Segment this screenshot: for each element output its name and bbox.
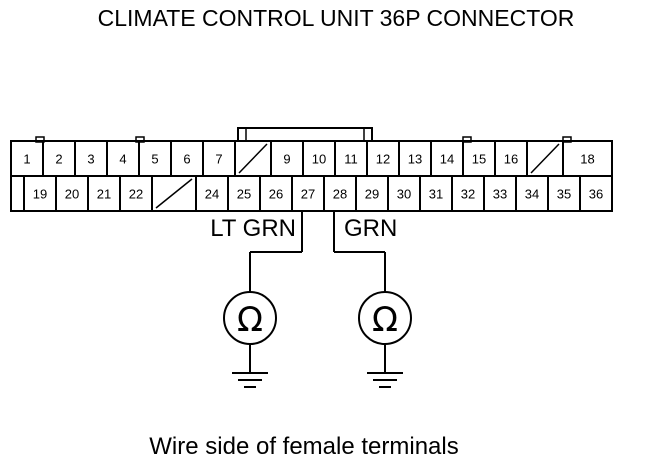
pin-34: 34 bbox=[525, 187, 539, 202]
pin-5: 5 bbox=[151, 152, 158, 167]
ohm-symbol: Ω bbox=[237, 300, 263, 340]
unused-cavity bbox=[238, 143, 268, 174]
wire-label-grn: GRN bbox=[344, 215, 397, 242]
pin-21: 21 bbox=[97, 187, 111, 202]
pin-16: 16 bbox=[504, 152, 518, 167]
pin-15: 15 bbox=[472, 152, 486, 167]
pin-32: 32 bbox=[461, 187, 475, 202]
pin-31: 31 bbox=[429, 187, 443, 202]
unused-cavity bbox=[155, 178, 193, 209]
pin-19: 19 bbox=[33, 187, 47, 202]
pin-35: 35 bbox=[557, 187, 571, 202]
pin-4: 4 bbox=[119, 152, 126, 167]
pin-20: 20 bbox=[65, 187, 79, 202]
wire-grn: GRN bbox=[333, 211, 397, 292]
pin-33: 33 bbox=[493, 187, 507, 202]
pin-18: 18 bbox=[580, 152, 594, 167]
diagram-caption: Wire side of female terminals bbox=[149, 433, 458, 460]
pin-30: 30 bbox=[397, 187, 411, 202]
wire-label-lt-grn: LT GRN bbox=[210, 215, 296, 242]
pin-22: 22 bbox=[129, 187, 143, 202]
pin-6: 6 bbox=[183, 152, 190, 167]
pin-2: 2 bbox=[55, 152, 62, 167]
unused-cavity bbox=[530, 143, 560, 174]
pin-3: 3 bbox=[87, 152, 94, 167]
pin-9: 9 bbox=[283, 152, 290, 167]
pin-27: 27 bbox=[301, 187, 315, 202]
pin-29: 29 bbox=[365, 187, 379, 202]
pin-28: 28 bbox=[333, 187, 347, 202]
pin-11: 11 bbox=[344, 152, 358, 167]
pin-1: 1 bbox=[23, 152, 30, 167]
pin-36: 36 bbox=[589, 187, 603, 202]
pin-25: 25 bbox=[237, 187, 251, 202]
ohmmeter-icon: Ω bbox=[358, 291, 412, 345]
ohmmeter-icon: Ω bbox=[223, 291, 277, 345]
ground-icon bbox=[367, 344, 403, 388]
pin-13: 13 bbox=[408, 152, 422, 167]
connector-row-bottom: 19 20 21 22 24 25 26 27 28 29 30 31 32 33 34 35 36 bbox=[23, 176, 603, 211]
pin-14: 14 bbox=[440, 152, 454, 167]
pin-12: 12 bbox=[376, 152, 390, 167]
pin-10: 10 bbox=[312, 152, 326, 167]
ground-icon bbox=[232, 344, 268, 388]
ohm-symbol: Ω bbox=[372, 300, 398, 340]
pin-24: 24 bbox=[205, 187, 219, 202]
connector-body bbox=[10, 127, 613, 212]
diagram-title: CLIMATE CONTROL UNIT 36P CONNECTOR bbox=[98, 5, 575, 31]
pin-7: 7 bbox=[215, 152, 222, 167]
wire-lt-grn: LT GRN bbox=[210, 211, 303, 292]
pin-26: 26 bbox=[269, 187, 283, 202]
